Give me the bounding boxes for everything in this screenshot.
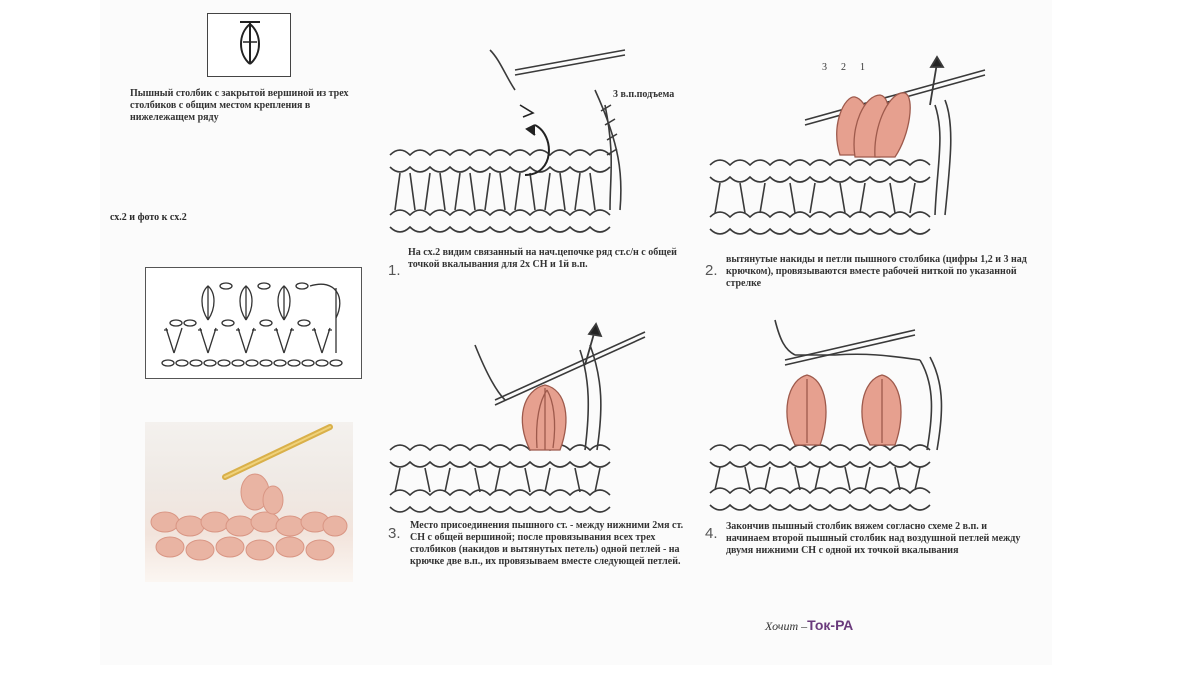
step1-number: 1. xyxy=(388,262,401,279)
step1-caption: На сх.2 видим связанный на нач.цепочке р… xyxy=(408,247,677,270)
puff-stitch-symbol-icon xyxy=(240,21,260,65)
loop-numbers: 321 xyxy=(822,62,879,73)
signature-prefix: Хочит – xyxy=(765,619,808,633)
author-signature: Хочит –Ток-РА xyxy=(765,617,853,634)
step2-number: 2. xyxy=(705,262,718,279)
step4-number: 4. xyxy=(705,525,718,542)
step1-diagram xyxy=(389,49,626,233)
scheme-label: сх.2 и фото к сх.2 xyxy=(110,212,187,223)
step4-diagram xyxy=(709,319,943,511)
step3-diagram xyxy=(389,322,646,513)
step4-caption: Закончив пышный столбик вяжем согласно с… xyxy=(726,521,1021,556)
symbol-caption: Пышный столбик с закрытой вершиной из тр… xyxy=(130,88,349,123)
signature-name: Ток-РА xyxy=(807,617,854,633)
step3-number: 3. xyxy=(388,525,401,542)
lift-note: 3 в.п.подъема xyxy=(613,89,675,100)
step3-caption: Место присоединения пышного ст. - между … xyxy=(410,520,684,567)
crochet-scheme-diagram xyxy=(145,267,362,379)
puff-stitch-symbol-box xyxy=(207,13,291,77)
step2-caption: вытянутые накиды и петли пышного столбик… xyxy=(726,254,1027,289)
crochet-photo xyxy=(145,422,353,582)
step2-diagram xyxy=(709,55,986,235)
chain-row xyxy=(161,359,343,367)
